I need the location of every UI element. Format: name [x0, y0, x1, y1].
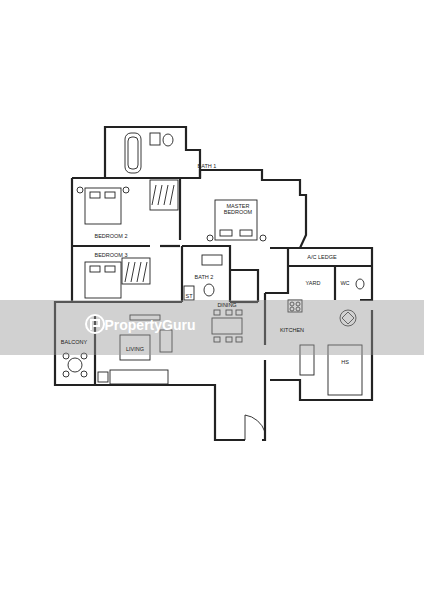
room-label: BEDROOM 2 — [94, 233, 127, 239]
watermark-logo — [86, 315, 104, 333]
room-label: KITCHEN — [280, 327, 304, 333]
watermark: PropertyGuru — [104, 317, 195, 333]
room-label: DINING — [217, 302, 236, 308]
room-label: BALCONY — [61, 339, 87, 345]
walls — [55, 127, 372, 440]
room-label: A/C LEDGE — [307, 254, 336, 260]
room-label: HS — [341, 359, 349, 365]
fixtures — [63, 133, 364, 440]
watermark-band — [0, 300, 424, 355]
room-label: LIVING — [126, 346, 144, 352]
room-label: MASTER BEDROOM — [223, 203, 253, 216]
room-label: BATH 2 — [195, 274, 214, 280]
room-label: BATH 1 — [198, 163, 217, 169]
room-label: WC — [340, 280, 349, 286]
room-label: BEDROOM 3 — [94, 252, 127, 258]
room-label: ST — [185, 293, 192, 299]
room-label: YARD — [306, 280, 321, 286]
